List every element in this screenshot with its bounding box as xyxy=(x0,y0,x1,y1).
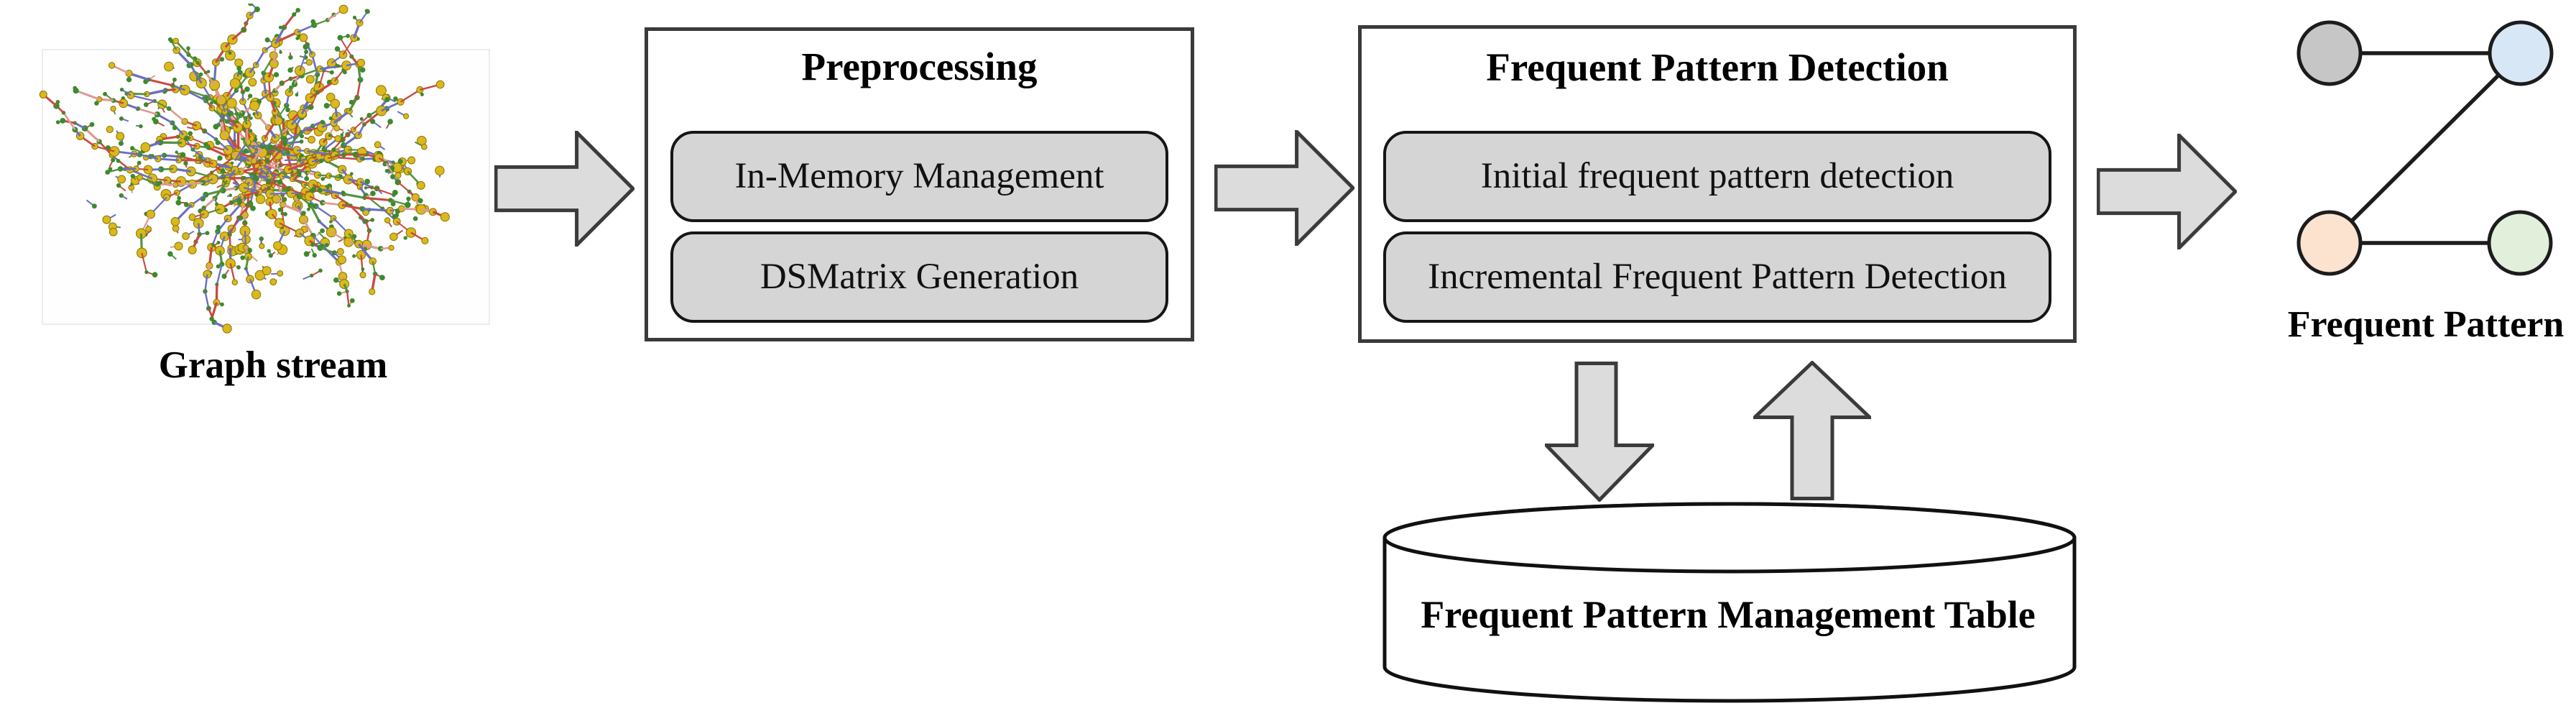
pattern-node-green xyxy=(2487,210,2553,276)
frequent-pattern-detection-title: Frequent Pattern Detection xyxy=(1486,45,1949,89)
step-in-memory-management: In-Memory Management xyxy=(670,131,1168,222)
management-table-label: Frequent Pattern Management Table xyxy=(1421,593,2036,636)
flow-arrow-right-3-icon xyxy=(2097,134,2237,249)
frequent-pattern-graph xyxy=(2296,20,2554,276)
pattern-node-peach xyxy=(2296,210,2363,276)
graph-stream-image xyxy=(39,4,450,334)
step-dsmatrix-generation: DSMatrix Generation xyxy=(670,231,1168,323)
pattern-node-gray xyxy=(2296,20,2363,86)
frequent-pattern-label: Frequent Pattern xyxy=(2287,304,2565,345)
pattern-node-blue xyxy=(2488,20,2554,86)
pattern-edge xyxy=(2328,52,2522,244)
preprocessing-title: Preprocessing xyxy=(801,45,1038,88)
flow-arrow-right-2-icon xyxy=(1214,130,1354,246)
flow-arrow-right-1-icon xyxy=(494,131,634,247)
step-incremental-frequent-pattern-detection: Incremental Frequent Pattern Detection xyxy=(1383,231,2051,323)
arrow-up-icon xyxy=(1753,361,1871,500)
graph-stream-label: Graph stream xyxy=(158,344,388,386)
arrow-down-icon xyxy=(1545,362,1654,502)
database-cylinder xyxy=(1382,502,2077,703)
step-initial-frequent-pattern-detection: Initial frequent pattern detection xyxy=(1383,131,2051,222)
